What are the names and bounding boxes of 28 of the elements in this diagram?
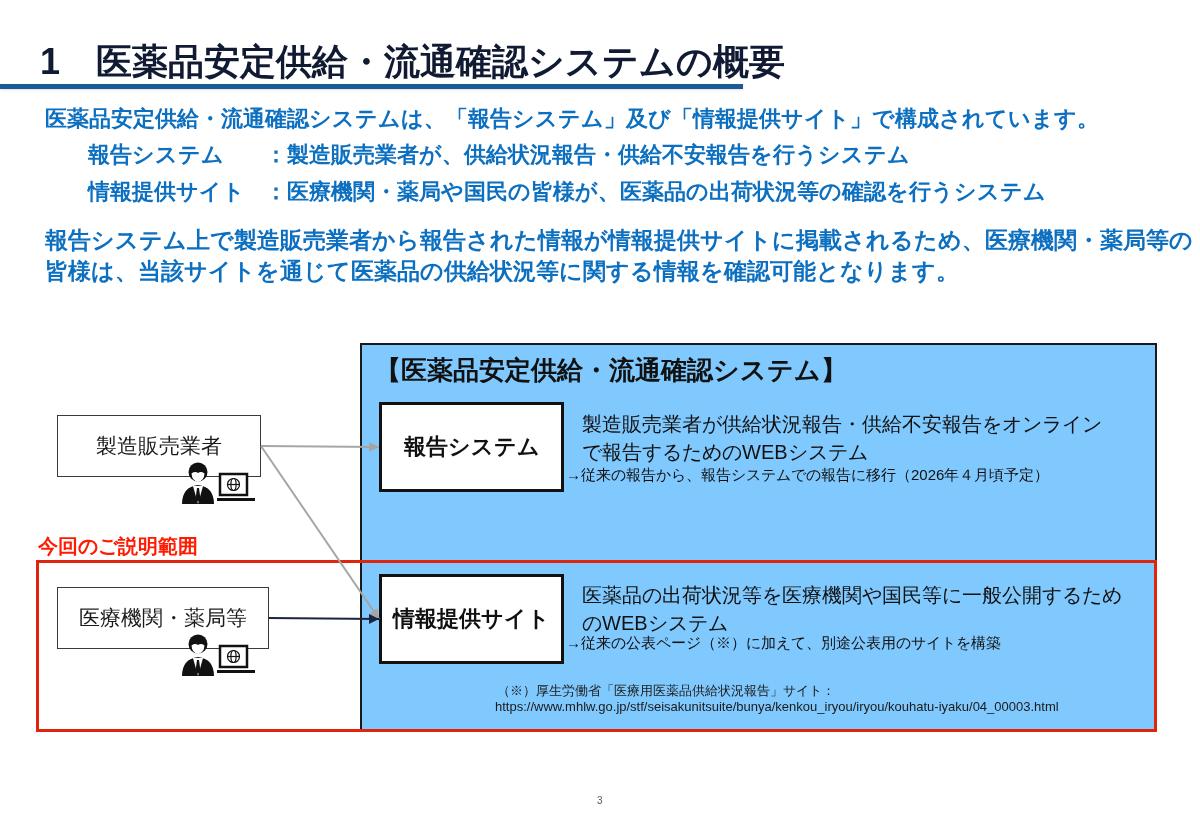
actor-label: 医療機関・薬局等 [79, 605, 247, 631]
definition-text: ：医療機関・薬局や国民の皆様が、医薬品の出荷状況等の確認を行うシステム [265, 178, 1046, 206]
footnote-url: https://www.mhlw.go.jp/stf/seisakunitsuite/bunya/kenkou_iryou/iryou/kouhatu-iyaku/04_00003.html [495, 699, 1059, 715]
page-number: 3 [597, 795, 603, 807]
definition-text: ：製造販売業者が、供給状況報告・供給不安報告を行うシステム [265, 141, 910, 169]
panel-heading: 【医薬品安定供給・流通確認システム】 [375, 354, 847, 386]
description-text: 医薬品の出荷状況等を医療機関や国民等に一般公開するためのWEBシステム [582, 583, 1123, 635]
arrow [268, 613, 380, 624]
actor-label: 製造販売業者 [96, 433, 222, 459]
scope-heading: 今回のご説明範囲 [38, 534, 198, 558]
system-panel [360, 343, 1157, 732]
description-text: 製造販売業者が供給状況報告・供給不安報告をオンラインで報告するためのWEBシステム [582, 412, 1103, 465]
actor-box [57, 415, 261, 477]
system-box [379, 402, 564, 492]
system-label: 情報提供サイト [393, 605, 550, 633]
system-label: 報告システム [403, 433, 540, 461]
term-text: 報告システム [88, 141, 224, 169]
actor-box [57, 587, 269, 649]
summary-paragraph: 報告システム上で製造販売業者から報告された情報が情報提供サイトに掲載されるため、医療機関・薬局等の皆様は、当該サイトを通じて医薬品の供給状況等に関する情報を確認可能となります。 [45, 226, 1194, 286]
term-text: 情報提供サイト [88, 178, 245, 206]
arrow [260, 441, 380, 452]
intro-text: 医薬品安定供給・流通確認システムは、「報告システム」及び「情報提供サイト」で構成されています。 [45, 105, 1099, 133]
note-text: →従来の公表ページ（※）に加えて、別途公表用のサイトを構築 [566, 633, 1002, 653]
arrow [260, 445, 380, 620]
system-box [379, 574, 564, 664]
footnote-text: （※）厚生労働省「医療用医薬品供給状況報告」サイト： [497, 683, 835, 699]
slide-title: 1 医薬品安定供給・流通確認システムの概要 [40, 40, 786, 84]
note-text: →従来の報告から、報告システムでの報告に移行（2026年４月頃予定） [566, 465, 1051, 485]
